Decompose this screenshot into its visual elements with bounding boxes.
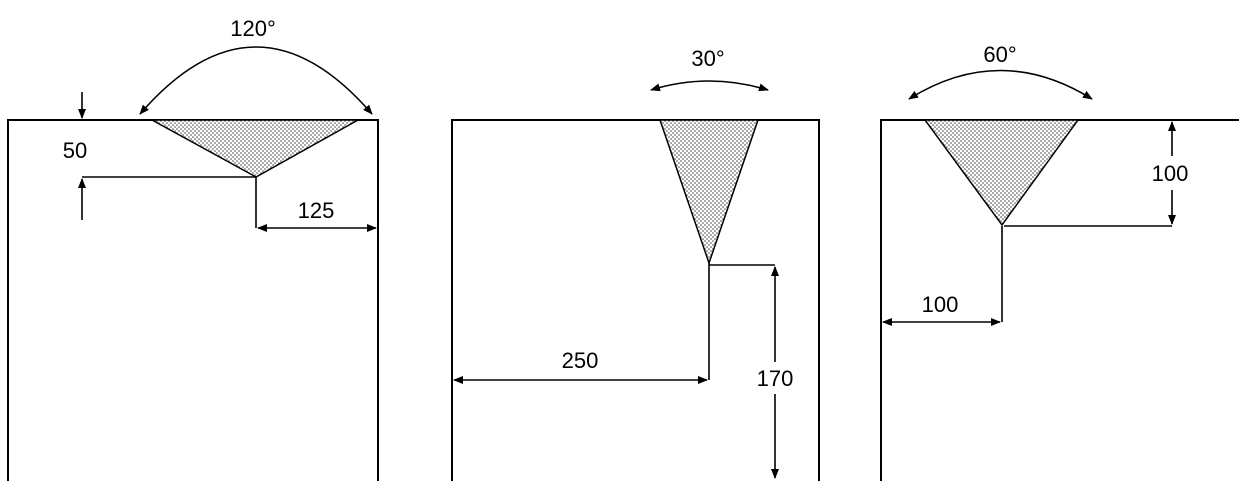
plate-outline [451, 119, 820, 481]
notch-fill [923, 119, 1080, 227]
angle-arc [650, 80, 769, 92]
offset-label: 250 [562, 348, 599, 373]
angle-arc [908, 69, 1093, 100]
plate-outline [7, 119, 379, 481]
angle-label: 30° [691, 46, 724, 71]
notch-fill [658, 119, 760, 266]
depth-label-mask [1146, 156, 1198, 190]
plate-outline [880, 119, 1239, 481]
panel-30-degree-notch: 30° 250 170 [451, 46, 820, 481]
offset-label: 100 [922, 292, 959, 317]
angle-arc [139, 46, 373, 115]
depth-label: 50 [63, 138, 87, 163]
panel-120-degree-notch: 120° 50 125 [7, 16, 379, 481]
depth-label: 170 [757, 366, 794, 391]
depth-label-mask [752, 362, 798, 394]
angle-label: 120° [230, 16, 276, 41]
offset-label: 125 [298, 198, 335, 223]
notch-fill [151, 119, 361, 178]
depth-label: 100 [1152, 161, 1189, 186]
panel-60-degree-notch: 60° 100 100 [880, 42, 1239, 481]
angle-label: 60° [983, 42, 1016, 67]
